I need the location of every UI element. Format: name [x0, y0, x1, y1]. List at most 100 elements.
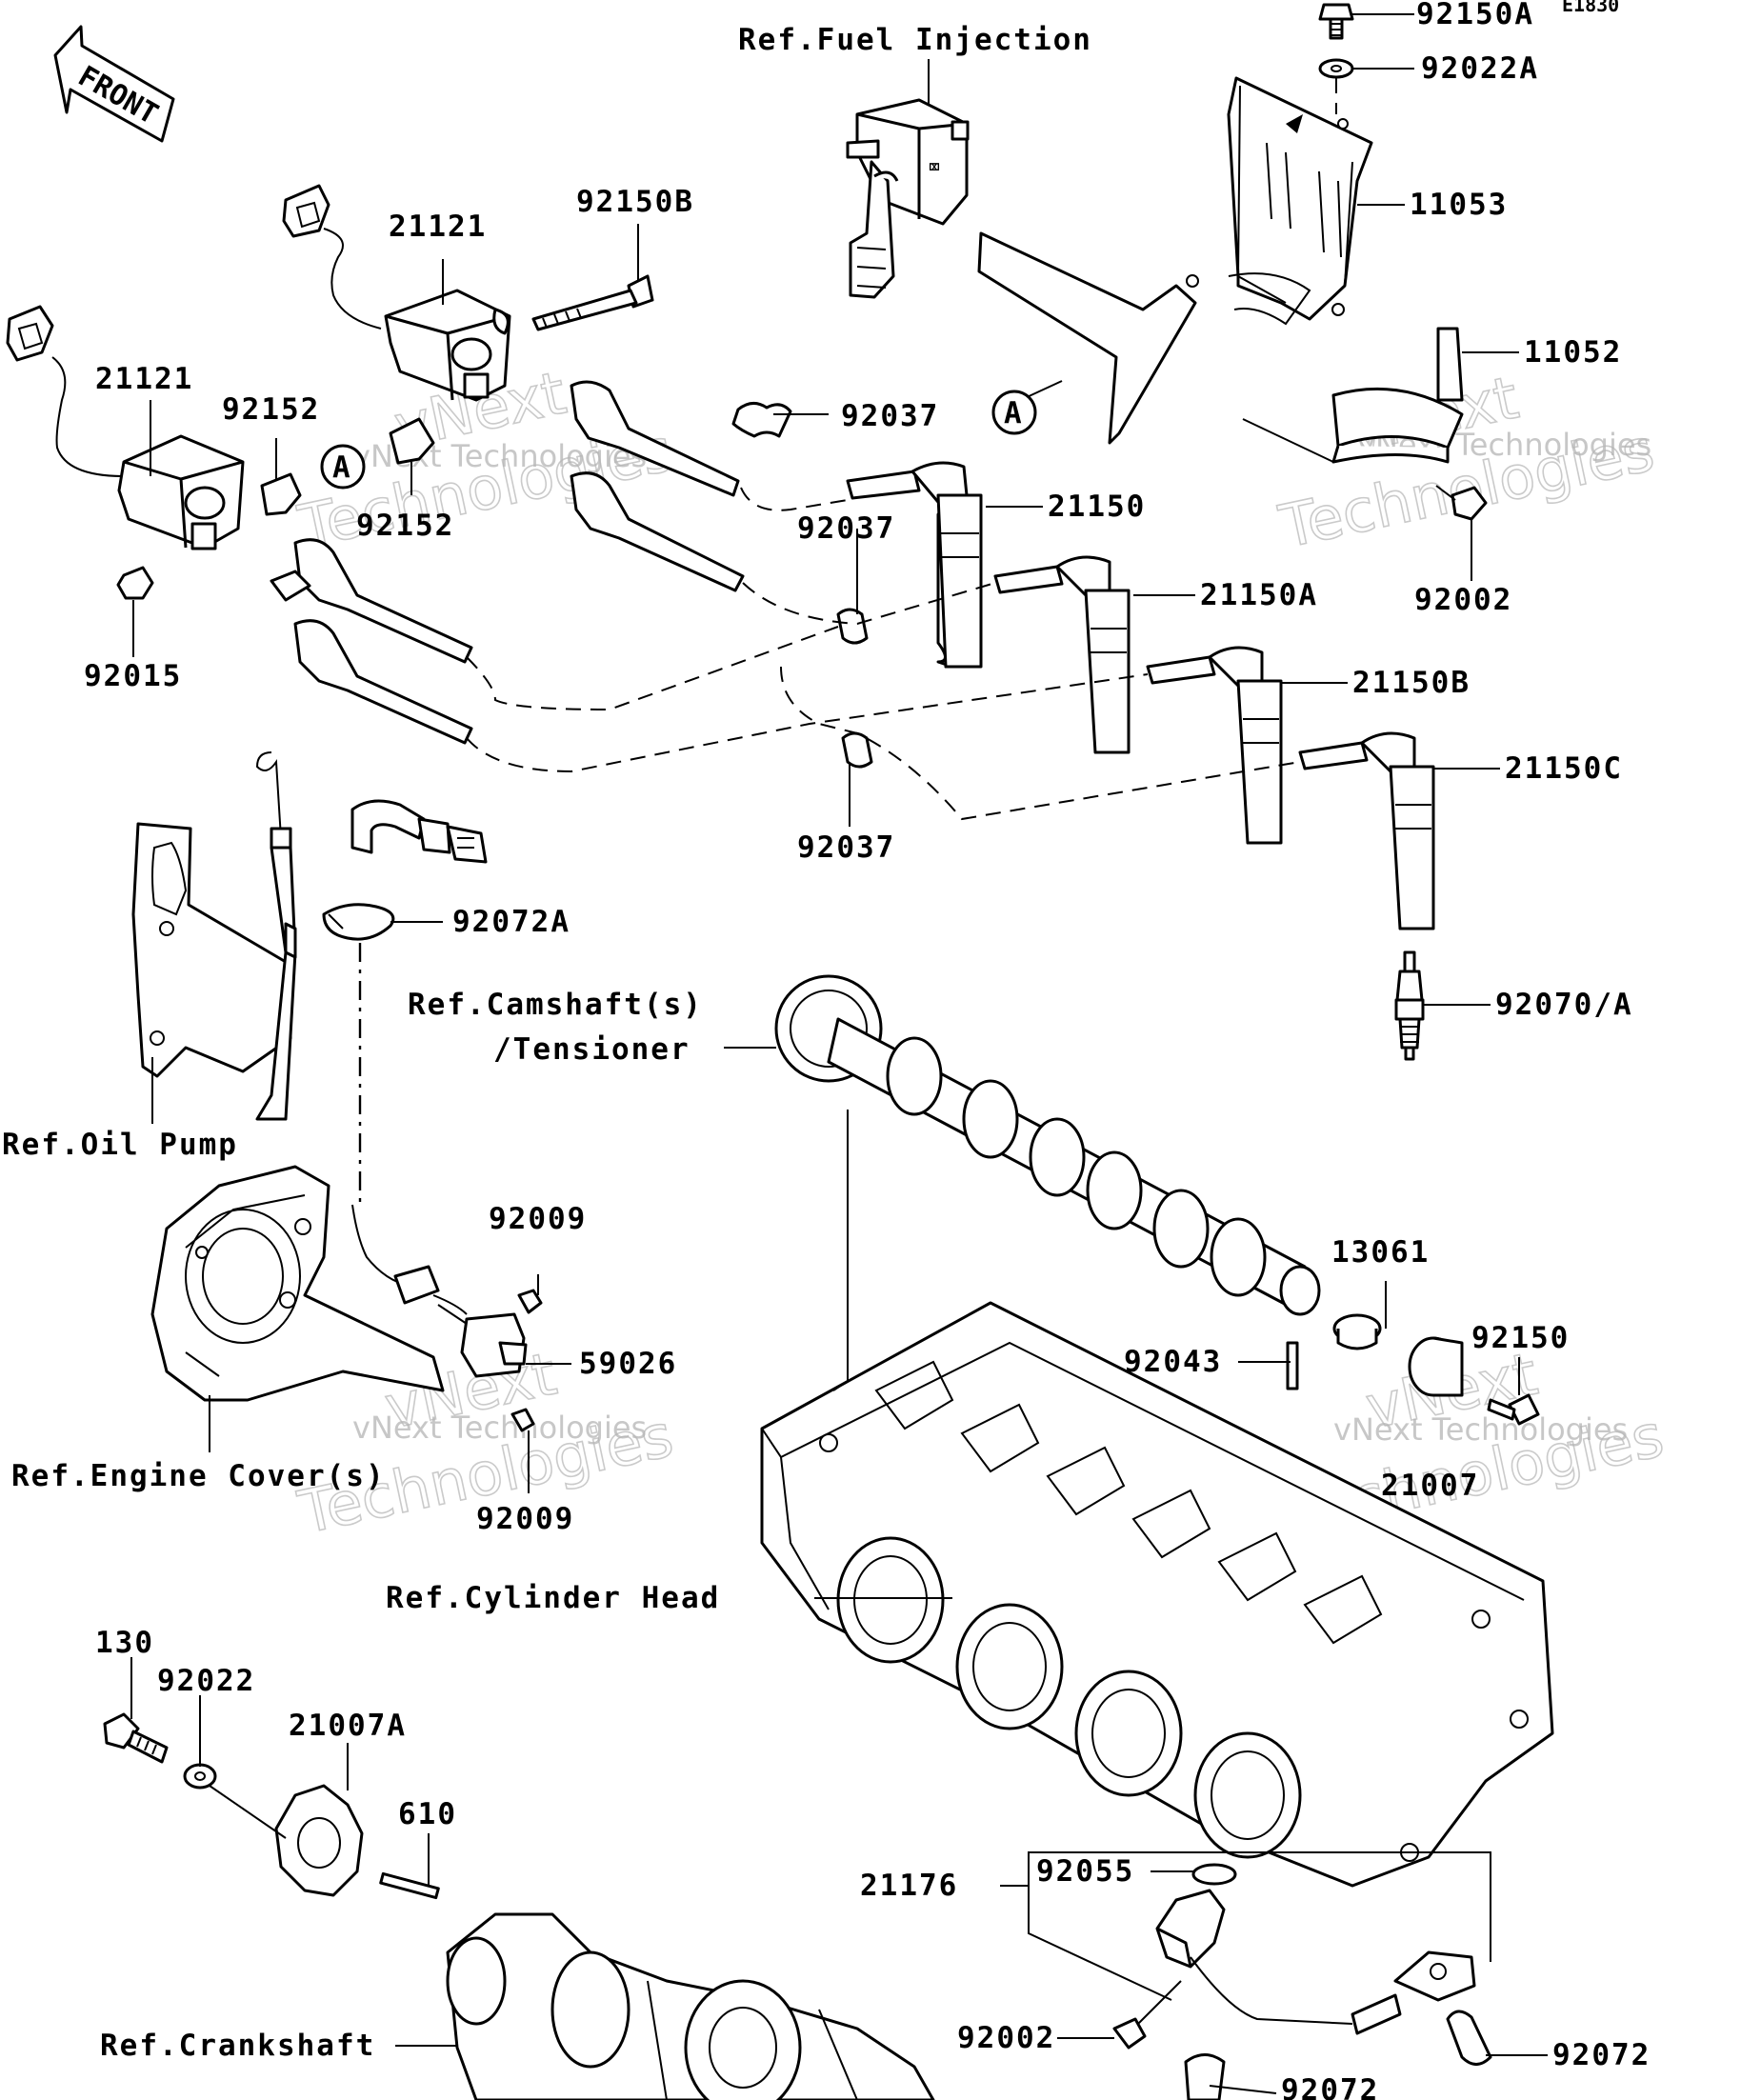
reference-labels: Ref.Fuel Injection Ref.Oil Pump Ref.Cams… [2, 23, 1092, 2063]
pin-92043 [1286, 1341, 1299, 1390]
washer-92022A [1318, 58, 1354, 114]
ref-fuel-injection: Ref.Fuel Injection [738, 23, 1092, 57]
plug-cap-21150C [1298, 731, 1435, 930]
bracket-11053 [977, 76, 1373, 445]
label-92022: 92022 [157, 1664, 255, 1698]
label-92037-bottom: 92037 [797, 830, 895, 865]
callout-a-right: A [991, 390, 1037, 435]
label-92072-right: 92072 [1552, 2038, 1651, 2072]
cylinder-head [760, 1301, 1554, 1888]
oil-pump-bracket [131, 751, 297, 1121]
screw-92002-top [1435, 485, 1488, 521]
washer-92022 [183, 1763, 217, 1790]
label-21150C: 21150C [1505, 751, 1623, 786]
label-92070A: 92070/A [1495, 988, 1633, 1022]
key-610 [379, 1871, 440, 1900]
clamp-92037-mid [836, 608, 869, 645]
ref-cylinder-head: Ref.Cylinder Head [386, 1581, 720, 1615]
label-92043: 92043 [1124, 1345, 1222, 1379]
label-92055: 92055 [1036, 1854, 1134, 1889]
ignition-coil-lower [6, 305, 245, 550]
nut-92015 [116, 566, 154, 600]
label-21150A: 21150A [1200, 578, 1318, 612]
label-21121-upper: 21121 [389, 210, 487, 244]
callout-a-left: A [320, 444, 366, 490]
label-92015: 92015 [84, 659, 182, 693]
svg-text:vNext Technologies: vNext Technologies [1333, 1411, 1628, 1448]
screw-92009-upper [517, 1289, 543, 1314]
fuel-injection-module-mark: ⌧ [929, 155, 940, 178]
watermark: vNext Technologies Technologies vNext vN… [291, 357, 1670, 1549]
label-92072-bottom: 92072 [1281, 2073, 1379, 2100]
bracket-11052 [1331, 327, 1464, 464]
camshaft [774, 974, 1321, 1316]
plug-cap-21150 [846, 461, 983, 669]
label-92002-top: 92002 [1414, 583, 1512, 617]
label-21150B: 21150B [1352, 666, 1471, 700]
svg-text:A: A [1004, 396, 1024, 430]
engine-cover [150, 1165, 445, 1402]
label-92072A: 92072A [452, 905, 570, 939]
label-92037-mid: 92037 [797, 511, 895, 546]
screw-92009-lower [510, 1408, 535, 1432]
label-92037-top: 92037 [841, 399, 939, 433]
screw-92002-bottom [1112, 1980, 1182, 2050]
label-92009-lower: 92009 [476, 1502, 574, 1536]
hose-clamp-92072-right [1446, 2010, 1492, 2066]
label-21007: 21007 [1381, 1469, 1479, 1503]
label-13061: 13061 [1331, 1235, 1430, 1270]
label-92150: 92150 [1471, 1321, 1570, 1355]
timing-rotor-21007A [274, 1784, 364, 1897]
ref-engine-cover: Ref.Engine Cover(s) [11, 1459, 386, 1493]
label-21176: 21176 [860, 1869, 958, 1903]
ignition-coil-upper [282, 184, 511, 402]
breather-hose [350, 799, 488, 864]
label-92150B: 92150B [576, 185, 694, 219]
part-labels: 92150A 92022A 11053 11052 92002 92150B 2… [84, 0, 1651, 2100]
ref-camshaft-line1: Ref.Camshaft(s) [408, 988, 703, 1022]
label-92002-bottom: 92002 [957, 2021, 1055, 2055]
plug-cap-21150B [1146, 646, 1283, 845]
label-21150: 21150 [1048, 490, 1146, 524]
label-21007A: 21007A [289, 1709, 407, 1743]
bolt-130 [103, 1712, 169, 1764]
label-610: 610 [398, 1797, 457, 1831]
front-arrow-icon: FRONT [53, 25, 175, 143]
crankshaft [446, 1912, 935, 2100]
rotor-13061 [1332, 1313, 1382, 1350]
hose-clamp-92072A [322, 903, 395, 941]
label-92150A: 92150A [1416, 0, 1534, 31]
clamp-92037-top [731, 402, 792, 438]
ref-oil-pump: Ref.Oil Pump [2, 1128, 238, 1162]
ref-crankshaft: Ref.Crankshaft [100, 2029, 375, 2063]
label-11052: 11052 [1524, 335, 1622, 370]
lead-routing-lines [466, 487, 1301, 821]
svg-text:A: A [332, 450, 352, 485]
bolt-92150B [531, 274, 654, 331]
bolt-92150A [1318, 3, 1354, 40]
clamp-92037-bottom [841, 731, 873, 769]
label-92022A: 92022A [1421, 51, 1539, 86]
label-21121-lower: 21121 [95, 362, 193, 396]
label-92152-upper: 92152 [222, 392, 320, 427]
label-92009-upper: 92009 [489, 1202, 587, 1236]
sensor-21007 [1408, 1336, 1464, 1397]
spacer-92152-upper [260, 472, 302, 516]
bolt-92150 [1487, 1393, 1540, 1426]
spark-plug-92070A [1394, 950, 1425, 1061]
high-tension-leads [270, 380, 745, 745]
hose-clamp-92072-bottom [1184, 2053, 1226, 2100]
ref-camshaft-line2: /Tensioner [493, 1032, 690, 1067]
diagram-code: E1830 [1562, 0, 1619, 16]
fuel-injection-module: ⌧ [846, 98, 970, 299]
label-130: 130 [95, 1626, 154, 1660]
label-59026: 59026 [579, 1347, 677, 1381]
plug-cap-21150A [993, 555, 1131, 754]
label-11053: 11053 [1410, 188, 1508, 222]
svg-text:vNext Technologies: vNext Technologies [352, 1410, 647, 1446]
crank-sensor-59026 [351, 1204, 528, 1378]
spacer-92152-lower [389, 417, 435, 465]
leader-lines [130, 13, 1548, 2094]
label-92152-lower: 92152 [356, 509, 454, 543]
